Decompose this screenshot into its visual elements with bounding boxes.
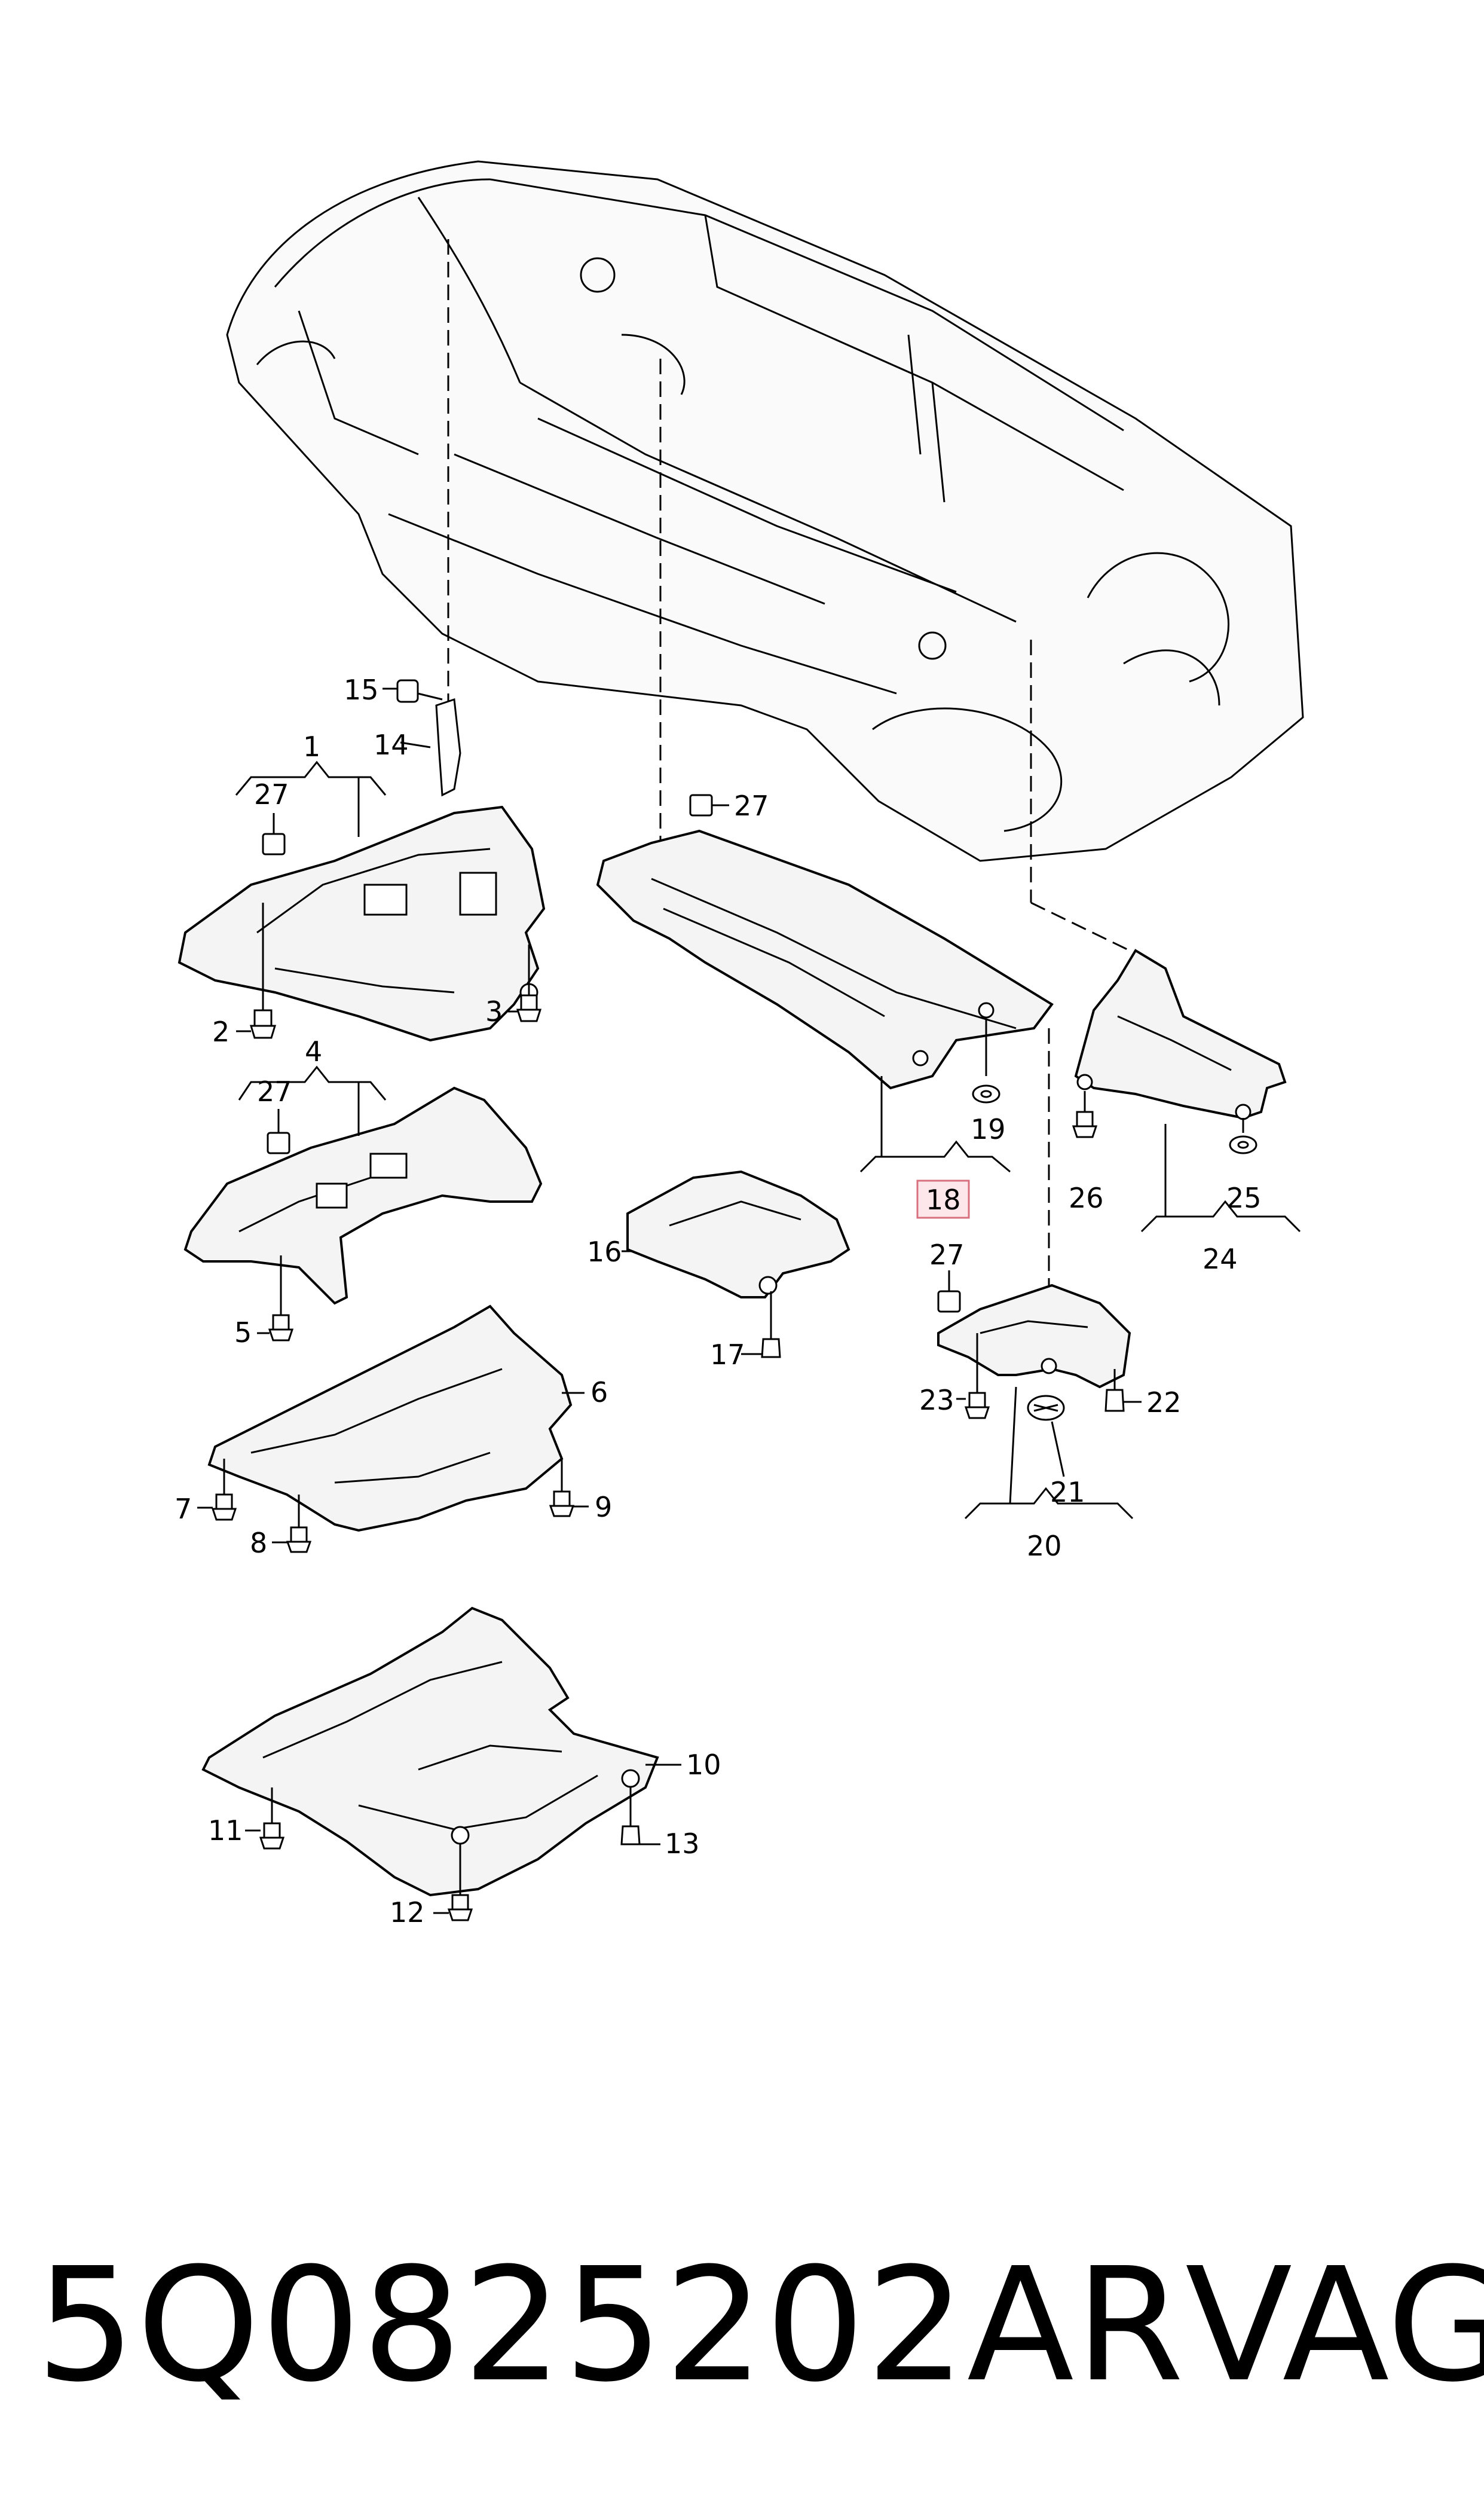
part-24-bracket-lines — [1140, 1124, 1301, 1233]
callout-12: 12 — [390, 1896, 425, 1929]
callout-18: 18 — [926, 1184, 961, 1216]
callout-27-d: 27 — [929, 1239, 965, 1271]
part-16-side-undertray — [626, 1170, 850, 1298]
part-20-rear-undertray-left — [937, 1284, 1131, 1389]
bolt-part-26 — [1072, 1091, 1098, 1138]
part-footer: 5Q0825202AR VAG — [36, 2234, 1484, 2416]
bolt-part-3 — [508, 945, 542, 1022]
callout-3: 3 — [485, 995, 503, 1028]
part-20-bracket-lines — [964, 1386, 1134, 1520]
washer-part-19 — [972, 1019, 1000, 1104]
clip-part-27-c — [689, 794, 729, 817]
callout-24: 24 — [1203, 1243, 1238, 1275]
callout-22: 22 — [1146, 1386, 1182, 1419]
callout-19: 19 — [971, 1113, 1006, 1145]
part-6-engine-undertray — [207, 1304, 573, 1532]
clip-part-13 — [620, 1787, 660, 1845]
callout-27-c: 27 — [734, 790, 769, 822]
callout-25: 25 — [1226, 1182, 1262, 1214]
callout-2: 2 — [212, 1016, 230, 1048]
clip-part-27-d — [937, 1270, 961, 1313]
clip-part-27-a — [262, 813, 286, 855]
washer-part-25 — [1229, 1118, 1257, 1154]
bolt-part-5 — [257, 1255, 294, 1341]
clip-part-17 — [741, 1291, 781, 1358]
callout-13: 13 — [665, 1828, 700, 1860]
bolt-part-9 — [549, 1459, 589, 1517]
callout-14: 14 — [374, 729, 409, 761]
nut-part-21 — [1027, 1395, 1065, 1477]
vehicle-body-underside — [226, 160, 1304, 862]
part-4-bracket-lines — [238, 1065, 387, 1136]
clip-part-27-b — [267, 1109, 290, 1154]
screw-part-15 — [383, 679, 443, 703]
bolt-part-23 — [956, 1333, 990, 1419]
callout-20: 20 — [1027, 1530, 1062, 1562]
clip-part-22 — [1104, 1369, 1142, 1412]
callout-4: 4 — [305, 1035, 322, 1068]
callout-17: 17 — [710, 1339, 745, 1371]
bolt-part-11 — [245, 1787, 285, 1850]
callout-5: 5 — [234, 1316, 252, 1349]
brand-label: VAG — [1185, 2234, 1484, 2416]
highlight-box-part-18 — [916, 1179, 970, 1219]
callout-16: 16 — [587, 1236, 622, 1268]
bolt-part-8 — [272, 1495, 312, 1553]
bolt-part-12 — [433, 1844, 473, 1921]
part-4-front-crossmember-cover — [183, 1086, 543, 1305]
part-number: 5Q0825202AR — [36, 2234, 1186, 2416]
part-1-bracket-lines — [235, 760, 387, 837]
callout-1: 1 — [303, 731, 320, 763]
callout-11: 11 — [208, 1814, 243, 1847]
part-10-main-undertray — [201, 1606, 659, 1897]
callout-27-b: 27 — [257, 1075, 292, 1108]
part-24-rear-undertray-right — [1074, 949, 1287, 1120]
callout-23: 23 — [919, 1384, 954, 1416]
bolt-part-7 — [197, 1459, 237, 1521]
callout-labels: 1 27 2 3 14 15 4 27 5 6 7 8 9 10 11 12 1… — [175, 674, 1262, 1929]
callout-26: 26 — [1069, 1182, 1104, 1214]
callout-27-a: 27 — [254, 778, 289, 811]
part-18-center-tunnel-cover — [596, 829, 1054, 1090]
bracket-part-14 — [400, 698, 461, 797]
callout-6: 6 — [590, 1376, 608, 1408]
part-1-front-undertray — [178, 805, 546, 1042]
callout-9: 9 — [595, 1491, 612, 1523]
part-18-bracket-lines — [859, 1076, 1011, 1173]
callout-21: 21 — [1050, 1476, 1085, 1508]
callout-15: 15 — [344, 674, 379, 706]
bolt-part-2 — [236, 903, 277, 1039]
assembly-leader-lines — [447, 239, 1130, 1291]
callout-10: 10 — [686, 1749, 721, 1781]
callout-7: 7 — [175, 1493, 192, 1525]
callout-8: 8 — [250, 1527, 267, 1559]
